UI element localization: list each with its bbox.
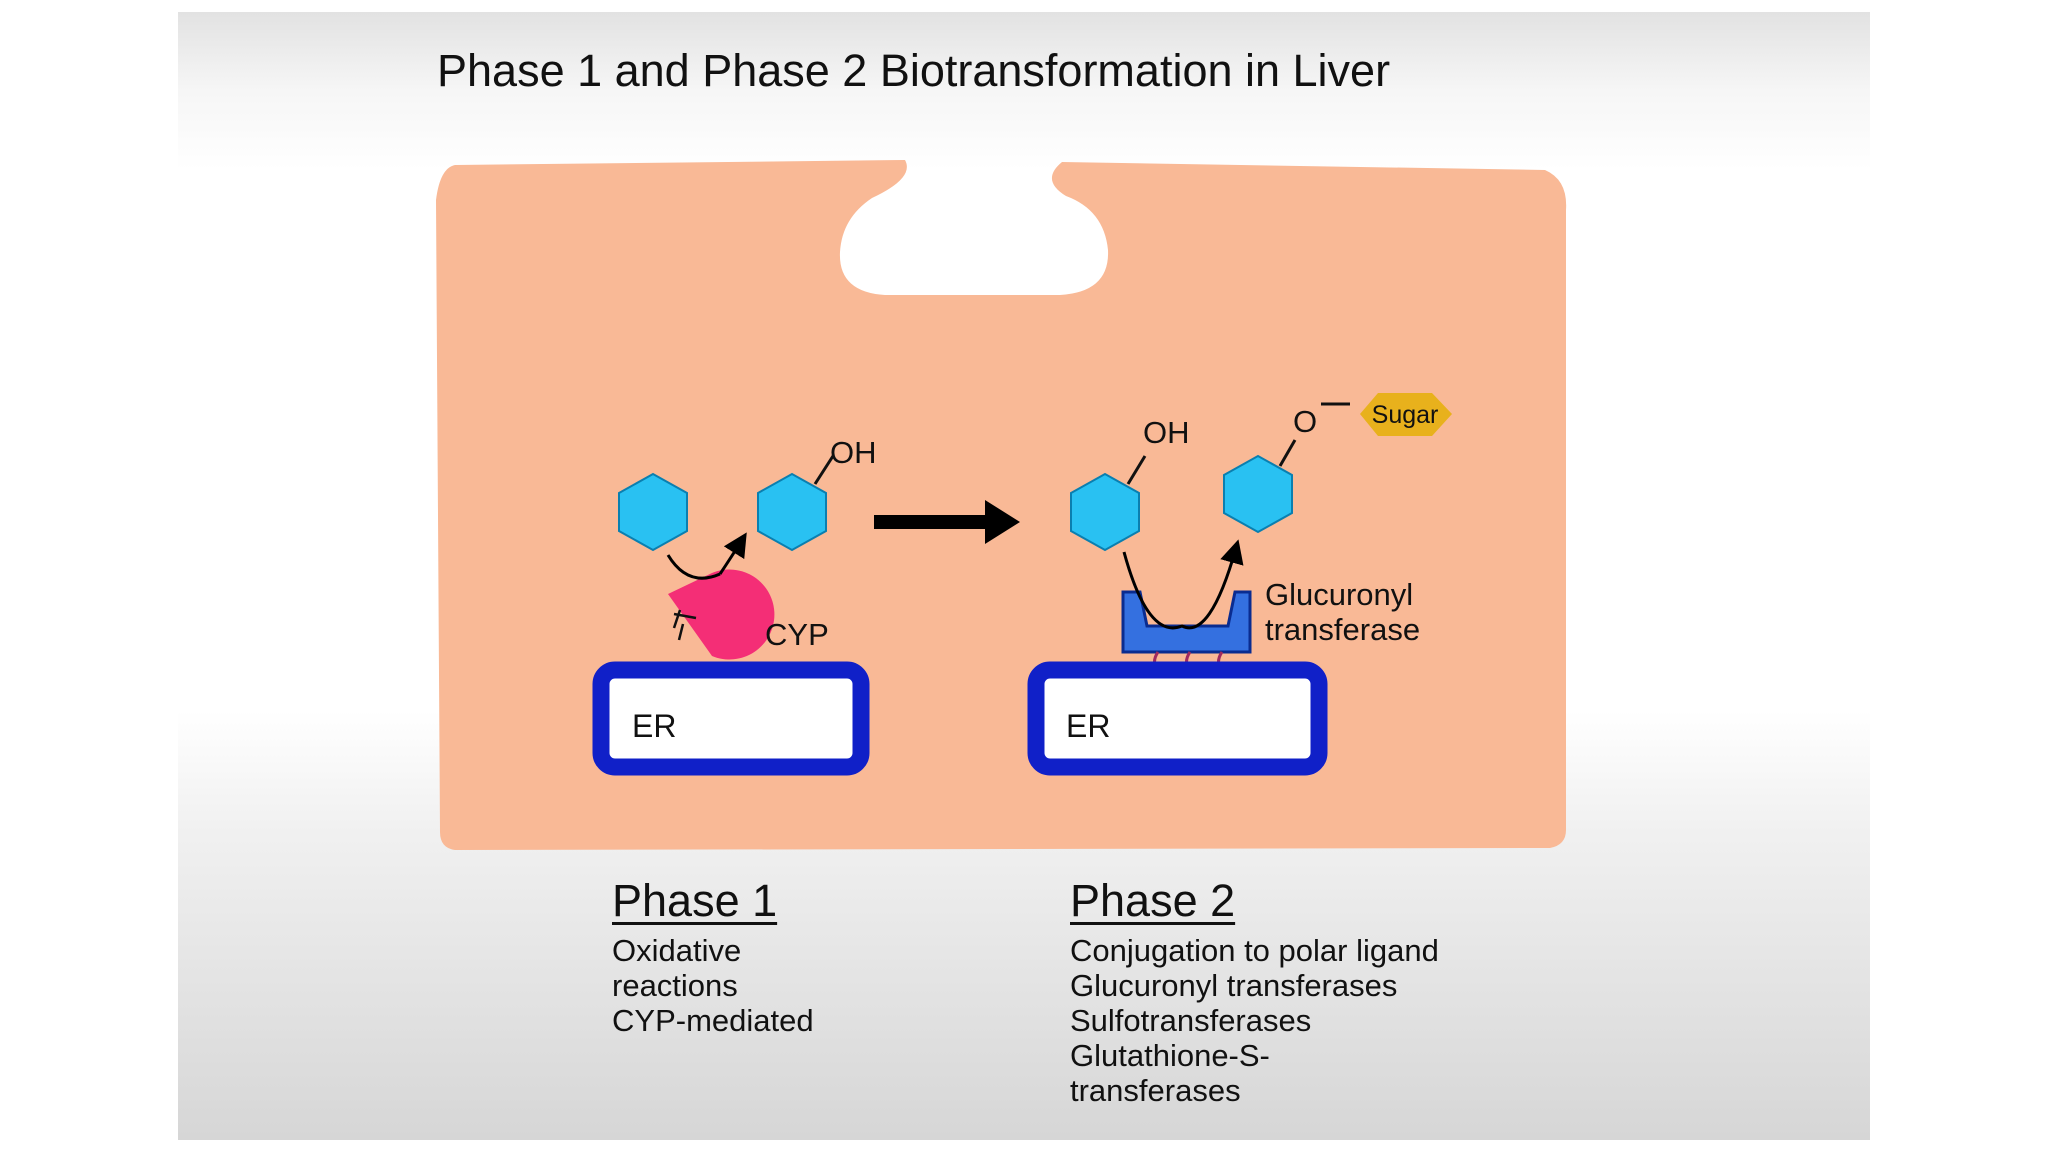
oh-bond	[813, 455, 835, 485]
transferase-label-line2: transferase	[1265, 612, 1420, 647]
phase2-line: Conjugation to polar ligand	[1070, 933, 1439, 968]
oh-label-phase2: OH	[1143, 415, 1190, 450]
cyp-label: CYP	[765, 617, 829, 652]
transferase-label-line1: Glucuronyl	[1265, 577, 1413, 612]
phase2-line: Glutathione-S-	[1070, 1038, 1270, 1073]
cyp-enzyme	[668, 569, 775, 660]
sugar-hexagon	[1360, 393, 1452, 436]
cyp-product-arrow	[718, 532, 747, 575]
slide-title: Phase 1 and Phase 2 Biotransformation in…	[437, 45, 1390, 96]
er-phase2	[1027, 661, 1328, 776]
substrate-ring	[618, 472, 688, 552]
phase2-caption: Phase 2 Conjugation to polar ligand Gluc…	[1070, 875, 1439, 1108]
cyp-substrate-arrow	[666, 554, 721, 580]
er-label-phase2: ER	[1066, 708, 1110, 744]
phase-transition-arrow	[874, 500, 1020, 544]
o-bond	[1278, 439, 1297, 467]
oh-bond-phase2	[1126, 455, 1147, 485]
phase1-line: CYP-mediated	[612, 1003, 814, 1038]
er-phase1	[592, 661, 870, 776]
phase1-line: reactions	[612, 968, 738, 1003]
oh-label: OH	[830, 435, 877, 470]
phase2-line: Glucuronyl transferases	[1070, 968, 1398, 1003]
er-label-phase1: ER	[632, 708, 676, 744]
transferase-reaction-arrow	[1122, 539, 1244, 630]
phase1-caption: Phase 1 Oxidative reactions CYP-mediated	[612, 875, 814, 1038]
phase2-heading: Phase 2	[1070, 875, 1236, 926]
phase2-line: Sulfotransferases	[1070, 1003, 1312, 1038]
phase1-heading: Phase 1	[612, 875, 778, 926]
phase2-line: transferases	[1070, 1073, 1241, 1108]
phase1-line: Oxidative	[612, 933, 742, 968]
hydroxylated-ring	[757, 472, 827, 552]
conjugated-ring	[1223, 454, 1293, 534]
o-linker-label: O	[1293, 404, 1317, 439]
cyp-electron-mark	[672, 609, 697, 641]
hydroxylated-ring-phase2	[1070, 472, 1140, 552]
sugar-label: Sugar	[1372, 401, 1439, 429]
